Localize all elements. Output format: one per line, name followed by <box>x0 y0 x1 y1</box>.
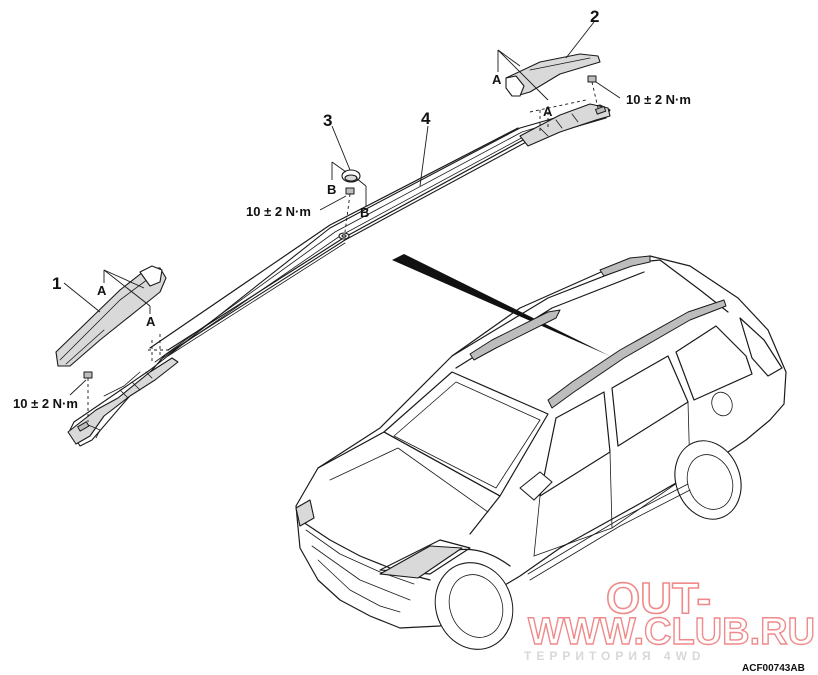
watermark-line-3: ТЕРРИТОРИЯ 4WD <box>524 649 706 663</box>
callout-1: 1 <box>52 274 61 293</box>
callout-3: 3 <box>323 111 332 130</box>
labels: 1 2 3 4 A A A A B B 10 ± 2 N·m 10 ± 2 N·… <box>13 7 805 674</box>
letter-b-right: B <box>360 205 369 220</box>
leader-lines <box>63 21 621 396</box>
torque-spec-front: 10 ± 2 N·m <box>13 396 78 411</box>
watermark: OUT- WWW.CLUB.RU ТЕРРИТОРИЯ 4WD <box>524 573 816 663</box>
bolts <box>83 75 599 422</box>
callout-4: 4 <box>421 109 431 128</box>
location-pointer <box>392 254 610 356</box>
torque-spec-rear: 10 ± 2 N·m <box>626 92 691 107</box>
letter-b-left: B <box>327 182 336 197</box>
letter-a-front-lower: A <box>146 314 156 329</box>
torque-spec-middle: 10 ± 2 N·m <box>246 204 311 219</box>
rear-end-cover <box>505 53 601 97</box>
letter-a-rear-upper: A <box>492 72 502 87</box>
figure-code: ACF00743AB <box>742 663 805 674</box>
letter-a-front-upper: A <box>97 283 107 298</box>
roof-rail-assembly <box>67 103 611 447</box>
callout-2: 2 <box>590 7 599 26</box>
letter-a-rear-lower: A <box>543 104 553 119</box>
watermark-line-2: WWW.CLUB.RU <box>528 611 815 653</box>
watermark-line-1: OUT- <box>606 574 711 623</box>
front-end-cover <box>55 265 167 367</box>
middle-cap <box>341 169 361 183</box>
vehicle-illustration <box>295 255 787 650</box>
